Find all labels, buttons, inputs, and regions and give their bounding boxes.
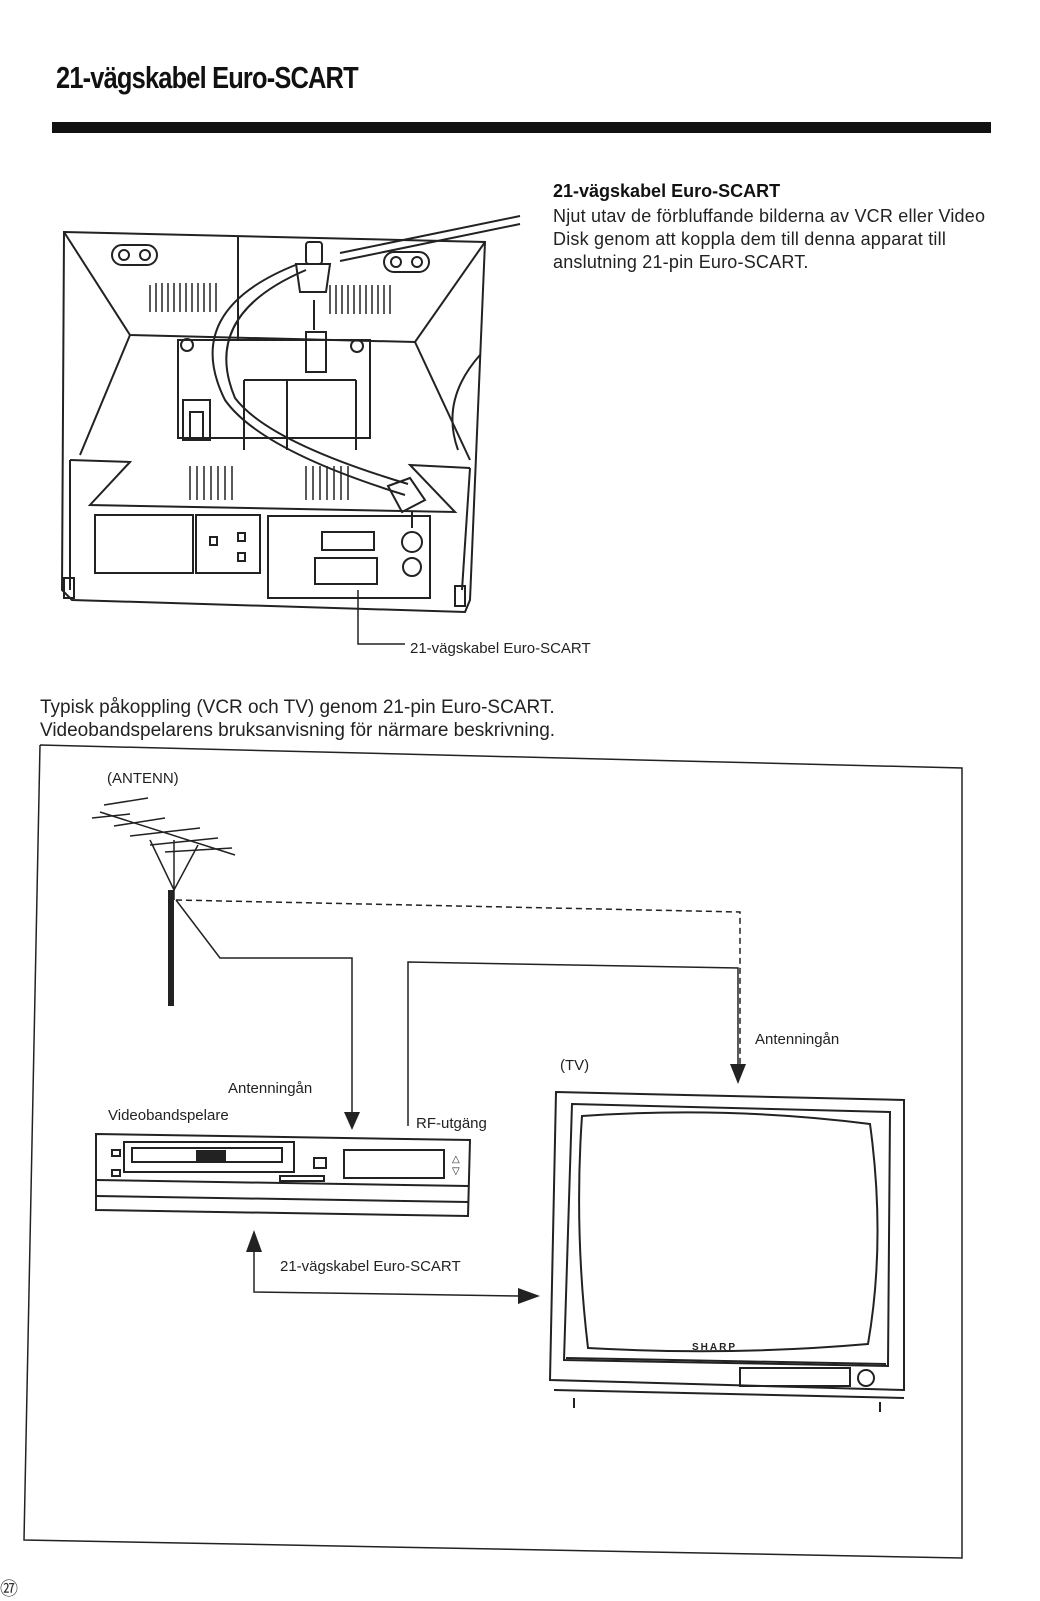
tv-rear-panel-illustration: [60, 215, 521, 645]
typical-line-1: Typisk påkoppling (VCR och TV) genom 21-…: [40, 697, 555, 718]
svg-text:△: △: [452, 1154, 460, 1165]
svg-text:▽: ▽: [452, 1166, 460, 1177]
typical-line-2: Videobandspelarens bruksanvisning för nä…: [40, 720, 556, 741]
intro-heading: 21-vägskabel Euro-SCART: [553, 181, 781, 201]
vcr-antenna-input-label: Antenningån: [228, 1080, 313, 1097]
rf-output-label: RF-utgäng: [416, 1115, 487, 1132]
vcr-label: Videobandspelare: [108, 1107, 229, 1124]
title-rule: [52, 122, 991, 133]
antenna-icon: [91, 797, 236, 900]
tv-illustration: [548, 1090, 905, 1412]
typical-connection-text: Typisk påkoppling (VCR och TV) genom 21-…: [40, 696, 760, 742]
page-number: ㉗: [0, 1579, 18, 1599]
tv-brand-logo: SHARP: [692, 1342, 738, 1353]
page-title: 21-vägskabel Euro-SCART: [56, 60, 359, 95]
vcr-illustration: [95, 1132, 472, 1218]
connection-diagram: △ ▽: [23, 744, 963, 1559]
tv-antenna-input-label: Antenningån: [755, 1031, 840, 1048]
tv-label: (TV): [560, 1057, 590, 1074]
intro-body: Njut utav de förbluffande bilderna av VC…: [553, 206, 986, 272]
antenna-label: (ANTENN): [107, 770, 179, 787]
scart-cable-label: 21-vägskabel Euro-SCART: [280, 1258, 461, 1275]
scart-callout-label: 21-vägskabel Euro-SCART: [410, 640, 591, 657]
